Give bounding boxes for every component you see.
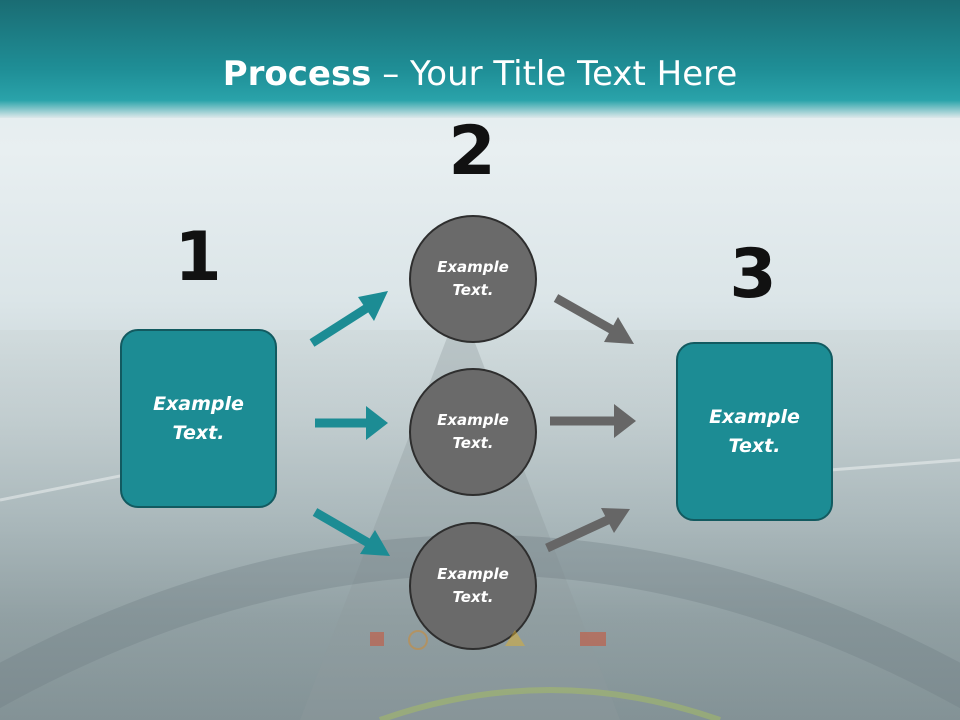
step-2-circle-top[interactable]: Example Text.	[409, 215, 537, 343]
step-number-2: 2	[448, 112, 496, 191]
circle-middle-line1: Example	[437, 411, 509, 429]
title-rest: – Your Title Text Here	[371, 54, 738, 94]
circle-bottom-line1: Example	[437, 565, 509, 583]
step-2-circle-bottom[interactable]: Example Text.	[409, 522, 537, 650]
step-number-1: 1	[174, 218, 222, 297]
step-3-box[interactable]: Example Text.	[676, 342, 833, 521]
circle-top-line2: Text.	[452, 281, 494, 299]
dashboard-background-detail	[370, 630, 721, 720]
step-2-circle-middle[interactable]: Example Text.	[409, 368, 537, 496]
title-bold: Process	[222, 54, 372, 94]
step-1-label-line1: Example	[153, 392, 244, 415]
step-number-3: 3	[729, 235, 777, 314]
circle-top-line1: Example	[437, 258, 509, 276]
step-1-box[interactable]: Example Text.	[120, 329, 277, 508]
step-3-label-line1: Example	[709, 405, 800, 428]
title-band	[0, 0, 960, 118]
step-1-label-line2: Text.	[172, 421, 225, 444]
slide-title[interactable]: Process – Your Title Text Here	[0, 52, 960, 96]
circle-middle-line2: Text.	[452, 434, 494, 452]
step-3-label-line2: Text.	[728, 434, 781, 457]
circle-bottom-line2: Text.	[452, 588, 494, 606]
